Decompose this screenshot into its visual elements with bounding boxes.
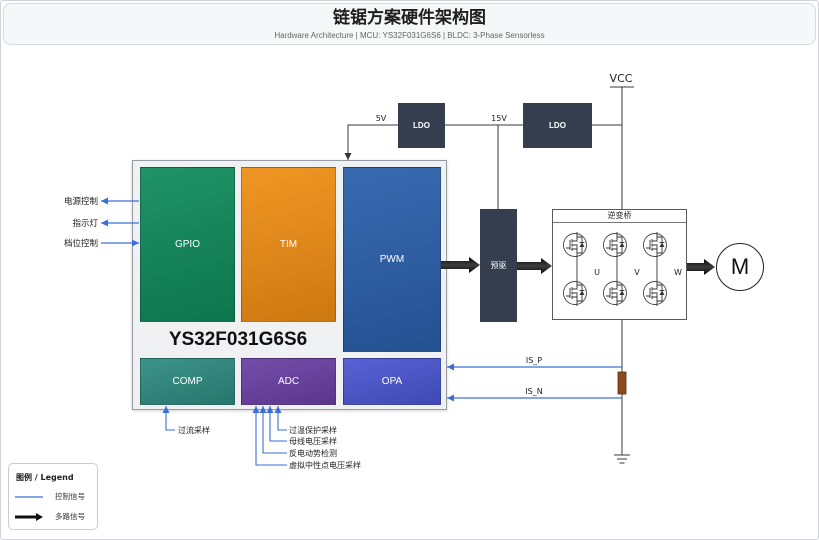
phase-w-label: W — [674, 268, 682, 277]
ldo-5v-label: LDO — [413, 120, 430, 130]
adc-label: ADC — [277, 375, 300, 387]
predriver-block: 预驱 — [480, 209, 517, 322]
comp-label: COMP — [172, 375, 203, 387]
header: 链锯方案硬件架构图 Hardware Architecture | MCU: Y… — [3, 3, 816, 45]
tim-label: TIM — [279, 238, 298, 250]
control-signal-swatch — [15, 496, 43, 498]
predriver-label: 预驱 — [490, 260, 507, 270]
mcu-part-number: YS32F031G6S6 — [168, 329, 308, 350]
inverter-switches: U V W — [563, 232, 682, 306]
ldo-15v-label: LDO — [549, 120, 566, 130]
mosfet-icon — [643, 280, 667, 306]
phase-v-label: V — [634, 268, 640, 277]
motor-icon: M — [716, 243, 764, 291]
mosfet-icon — [563, 280, 587, 306]
pwm-label: PWM — [379, 253, 405, 265]
ldo-15v-block: LDO — [523, 103, 592, 148]
legend: 图例 / Legend 控制信号 多路信号 — [8, 463, 98, 530]
mosfet-icon — [603, 280, 627, 306]
adc-block: ADC — [241, 358, 336, 405]
inverter-bridge: 逆变桥 — [552, 209, 687, 320]
page-title: 链锯方案硬件架构图 — [333, 8, 486, 28]
mosfet-icon — [603, 232, 627, 258]
pwm-block: PWM — [343, 167, 441, 352]
phase-u-label: U — [594, 268, 600, 277]
multi-signal-swatch — [15, 513, 43, 521]
opa-label: OPA — [381, 375, 403, 387]
gpio-label: GPIO — [174, 238, 200, 250]
legend-control-label: 控制信号 — [55, 492, 85, 501]
tim-block: TIM — [241, 167, 336, 322]
ldo-5v-block: LDO — [398, 103, 445, 148]
comp-block: COMP — [140, 358, 235, 405]
mosfet-icon — [563, 232, 587, 258]
opa-block: OPA — [343, 358, 441, 405]
legend-multi-label: 多路信号 — [55, 512, 85, 521]
mosfet-icon — [643, 232, 667, 258]
inverter-title: 逆变桥 — [553, 210, 686, 223]
page-subtitle: Hardware Architecture | MCU: YS32F031G6S… — [274, 31, 545, 40]
gpio-block: GPIO — [140, 167, 235, 322]
legend-title: 图例 / Legend — [16, 473, 74, 482]
motor-label: M — [730, 254, 750, 279]
